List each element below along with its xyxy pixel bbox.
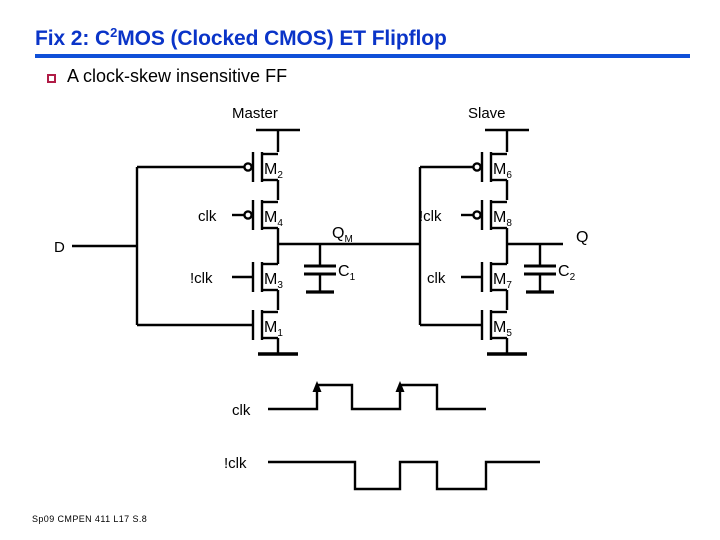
- c1-label: C1: [338, 263, 356, 283]
- m2-label: M2: [264, 161, 283, 181]
- clk-signal-label: clk: [232, 402, 251, 419]
- d-input-label: D: [54, 239, 65, 256]
- q-output-label: Q: [576, 229, 588, 246]
- clk-waveform: [268, 383, 486, 411]
- m4-label: M4: [264, 209, 283, 229]
- bullet-item-label: A clock-skew insensitive FF: [67, 66, 288, 86]
- slave-stage-label: Slave: [468, 105, 506, 122]
- m7-label: M7: [493, 271, 512, 291]
- m5-label: M5: [493, 319, 512, 339]
- m6-gate-bubble-icon: [472, 162, 482, 172]
- clk-rising-edge-arrow-1: [312, 381, 322, 392]
- m8-label: M8: [493, 209, 512, 229]
- title-block: Fix 2: C2MOS (Clocked CMOS) ET Flipflop: [35, 25, 695, 51]
- m4-gate-clk-label: clk: [198, 208, 217, 225]
- bullet-list-item: A clock-skew insensitive FF: [47, 66, 287, 87]
- circuit-diagram: Master Slave D clk !clk !clk clk M2 M4 M…: [54, 105, 588, 491]
- m1-label: M1: [264, 319, 283, 339]
- qm-node-label: QM: [332, 225, 353, 245]
- m6-label: M6: [493, 161, 512, 181]
- m2-gate-bubble-icon: [243, 162, 253, 172]
- m4-gate-bubble-icon: [243, 210, 253, 220]
- master-stage-label: Master: [232, 105, 278, 122]
- m7-gate-clk-label: clk: [427, 270, 446, 287]
- title-prefix: Fix 2: C: [35, 27, 111, 50]
- title-superscript: 2: [110, 25, 118, 40]
- page-title: Fix 2: C2MOS (Clocked CMOS) ET Flipflop: [35, 25, 695, 51]
- bullet-square-icon: [47, 73, 56, 83]
- m8-gate-clkbar-label: !clk: [419, 208, 442, 225]
- m8-gate-bubble-icon: [472, 210, 482, 220]
- title-rest: MOS (Clocked CMOS) ET Flipflop: [117, 27, 447, 50]
- clkbar-waveform: [268, 460, 540, 491]
- c2-label: C2: [558, 263, 576, 283]
- clk-rising-edge-arrow-2: [395, 381, 405, 392]
- slide-footer: Sp09 CMPEN 411 L17 S.8: [32, 514, 148, 524]
- m3-label: M3: [264, 271, 283, 291]
- title-underline-rule: [35, 54, 690, 58]
- m3-gate-clkbar-label: !clk: [190, 270, 213, 287]
- clkbar-signal-label: !clk: [224, 455, 247, 472]
